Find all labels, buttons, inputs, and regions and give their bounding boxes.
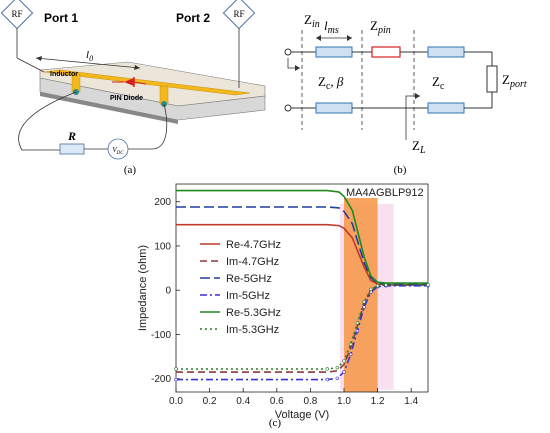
z-pin-label: Zpin — [370, 18, 391, 36]
length-dimension-arrow — [35, 57, 141, 69]
line-section-1-bottom — [315, 102, 353, 114]
bias-resistor — [59, 143, 85, 155]
y-tick-label: -100 — [151, 330, 171, 341]
series-point — [342, 359, 346, 363]
y-tick-label: 100 — [154, 241, 171, 252]
series-point — [174, 377, 178, 382]
z-in-arrow — [287, 58, 300, 69]
x-tick-label: 0.0 — [169, 396, 183, 407]
plot-frame — [175, 183, 429, 393]
x-tick-label: 0.6 — [270, 396, 284, 407]
series-line-2 — [176, 284, 428, 373]
z-port-label: Zport — [502, 72, 527, 90]
x-tick-label: 0.4 — [236, 396, 250, 407]
highlight-band — [344, 198, 378, 392]
rf-port-left: RF — [0, 0, 45, 73]
panel-b: Zin lms Zpin Zc, β Zc Zport ZL (b) — [284, 12, 527, 176]
caption-a: (a) — [124, 164, 137, 176]
y-tick-label: -200 — [151, 374, 171, 385]
port1-label: Port 1 — [44, 11, 78, 25]
terminal-bottom — [284, 104, 292, 112]
series-point — [384, 283, 388, 287]
inductor-label: Inductor — [50, 71, 78, 78]
chart-annotation: MA4AGBLP912 — [346, 187, 424, 199]
l-ms-label: lms — [324, 18, 339, 36]
line-section-1-top — [315, 46, 353, 58]
z-l-label: ZL — [412, 138, 426, 156]
legend-entry: Im-4.7GHz — [226, 256, 279, 268]
terminal-top — [284, 48, 292, 56]
x-tick-label: 0.2 — [203, 396, 217, 407]
series-line-3 — [176, 206, 428, 285]
legend-entry: Re-5.3GHz — [226, 307, 281, 319]
series-point — [325, 377, 329, 382]
bias-wire-left — [18, 91, 77, 151]
series-point — [362, 300, 366, 304]
series-lines — [174, 189, 430, 382]
ground-plane — [40, 92, 178, 124]
legend-entry: Im-5GHz — [226, 290, 270, 302]
axis-ticks: 0.0 0.2 0.4 0.6 0.8 1.0 1.2 1.4 200 100 0 -100 -200 — [151, 197, 419, 407]
pin-diode-label: PIN Diode — [110, 95, 143, 102]
z-l-arrow — [405, 95, 420, 140]
caption-b: (b) — [394, 164, 407, 176]
zc-beta-label: Zc, β — [318, 74, 344, 92]
series-point — [369, 287, 373, 292]
resistor-label: R — [67, 129, 76, 143]
series-point — [349, 352, 353, 357]
series-point — [174, 367, 178, 371]
z-port-resistor — [486, 65, 498, 93]
caption-c: (c) — [269, 417, 282, 429]
svg-text:RF: RF — [11, 9, 22, 19]
x-tick-label: 1.2 — [371, 396, 385, 407]
series-point — [325, 367, 329, 371]
y-tick-label: 0 — [165, 286, 171, 297]
bias-wire-right — [128, 103, 168, 150]
line-section-2-bottom — [427, 102, 465, 114]
series-point — [349, 342, 353, 346]
series-point — [355, 329, 360, 333]
x-tick-label: 0.8 — [303, 396, 317, 407]
legend-entry: Re-5GHz — [226, 273, 272, 285]
x-tick-label: 1.0 — [337, 396, 351, 407]
legend-entry: Im-5.3GHz — [226, 324, 279, 336]
length-label: l0 — [86, 49, 93, 63]
pin-diode-symbol — [112, 77, 147, 87]
series-point — [426, 283, 430, 287]
series-point — [375, 284, 380, 288]
series-point — [355, 321, 360, 325]
panel-a: l0 RF Port 1 RF Port 2 Inductor PIN Diod… — [0, 0, 266, 176]
y-tick-label: 200 — [154, 197, 171, 208]
svg-text:RF: RF — [233, 9, 244, 19]
port2-label: Port 2 — [176, 11, 210, 25]
series-point — [342, 370, 346, 374]
vdc-source — [107, 138, 129, 160]
legend: Re-4.7GHzIm-4.7GHzRe-5GHzIm-5GHzRe-5.3GH… — [200, 239, 281, 336]
series-point — [335, 365, 339, 370]
microstrip-line — [43, 69, 251, 96]
line-section-2-top — [427, 46, 465, 58]
z-pin-element — [371, 46, 401, 58]
x-tick-label: 1.4 — [404, 396, 418, 407]
series-line-1 — [176, 223, 428, 286]
rf-port-right: RF — [222, 0, 256, 88]
series-line-5 — [176, 189, 428, 284]
series-point — [335, 376, 339, 380]
z-in-label: Zin — [304, 12, 320, 30]
vdc-label: VDC — [112, 146, 124, 156]
x-axis-label: Voltage (V) — [275, 409, 329, 421]
zc-label: Zc — [432, 74, 445, 92]
series-point — [362, 305, 366, 309]
y-axis-label: Impedance (ohm) — [137, 245, 149, 331]
legend-entry: Re-4.7GHz — [226, 239, 281, 251]
